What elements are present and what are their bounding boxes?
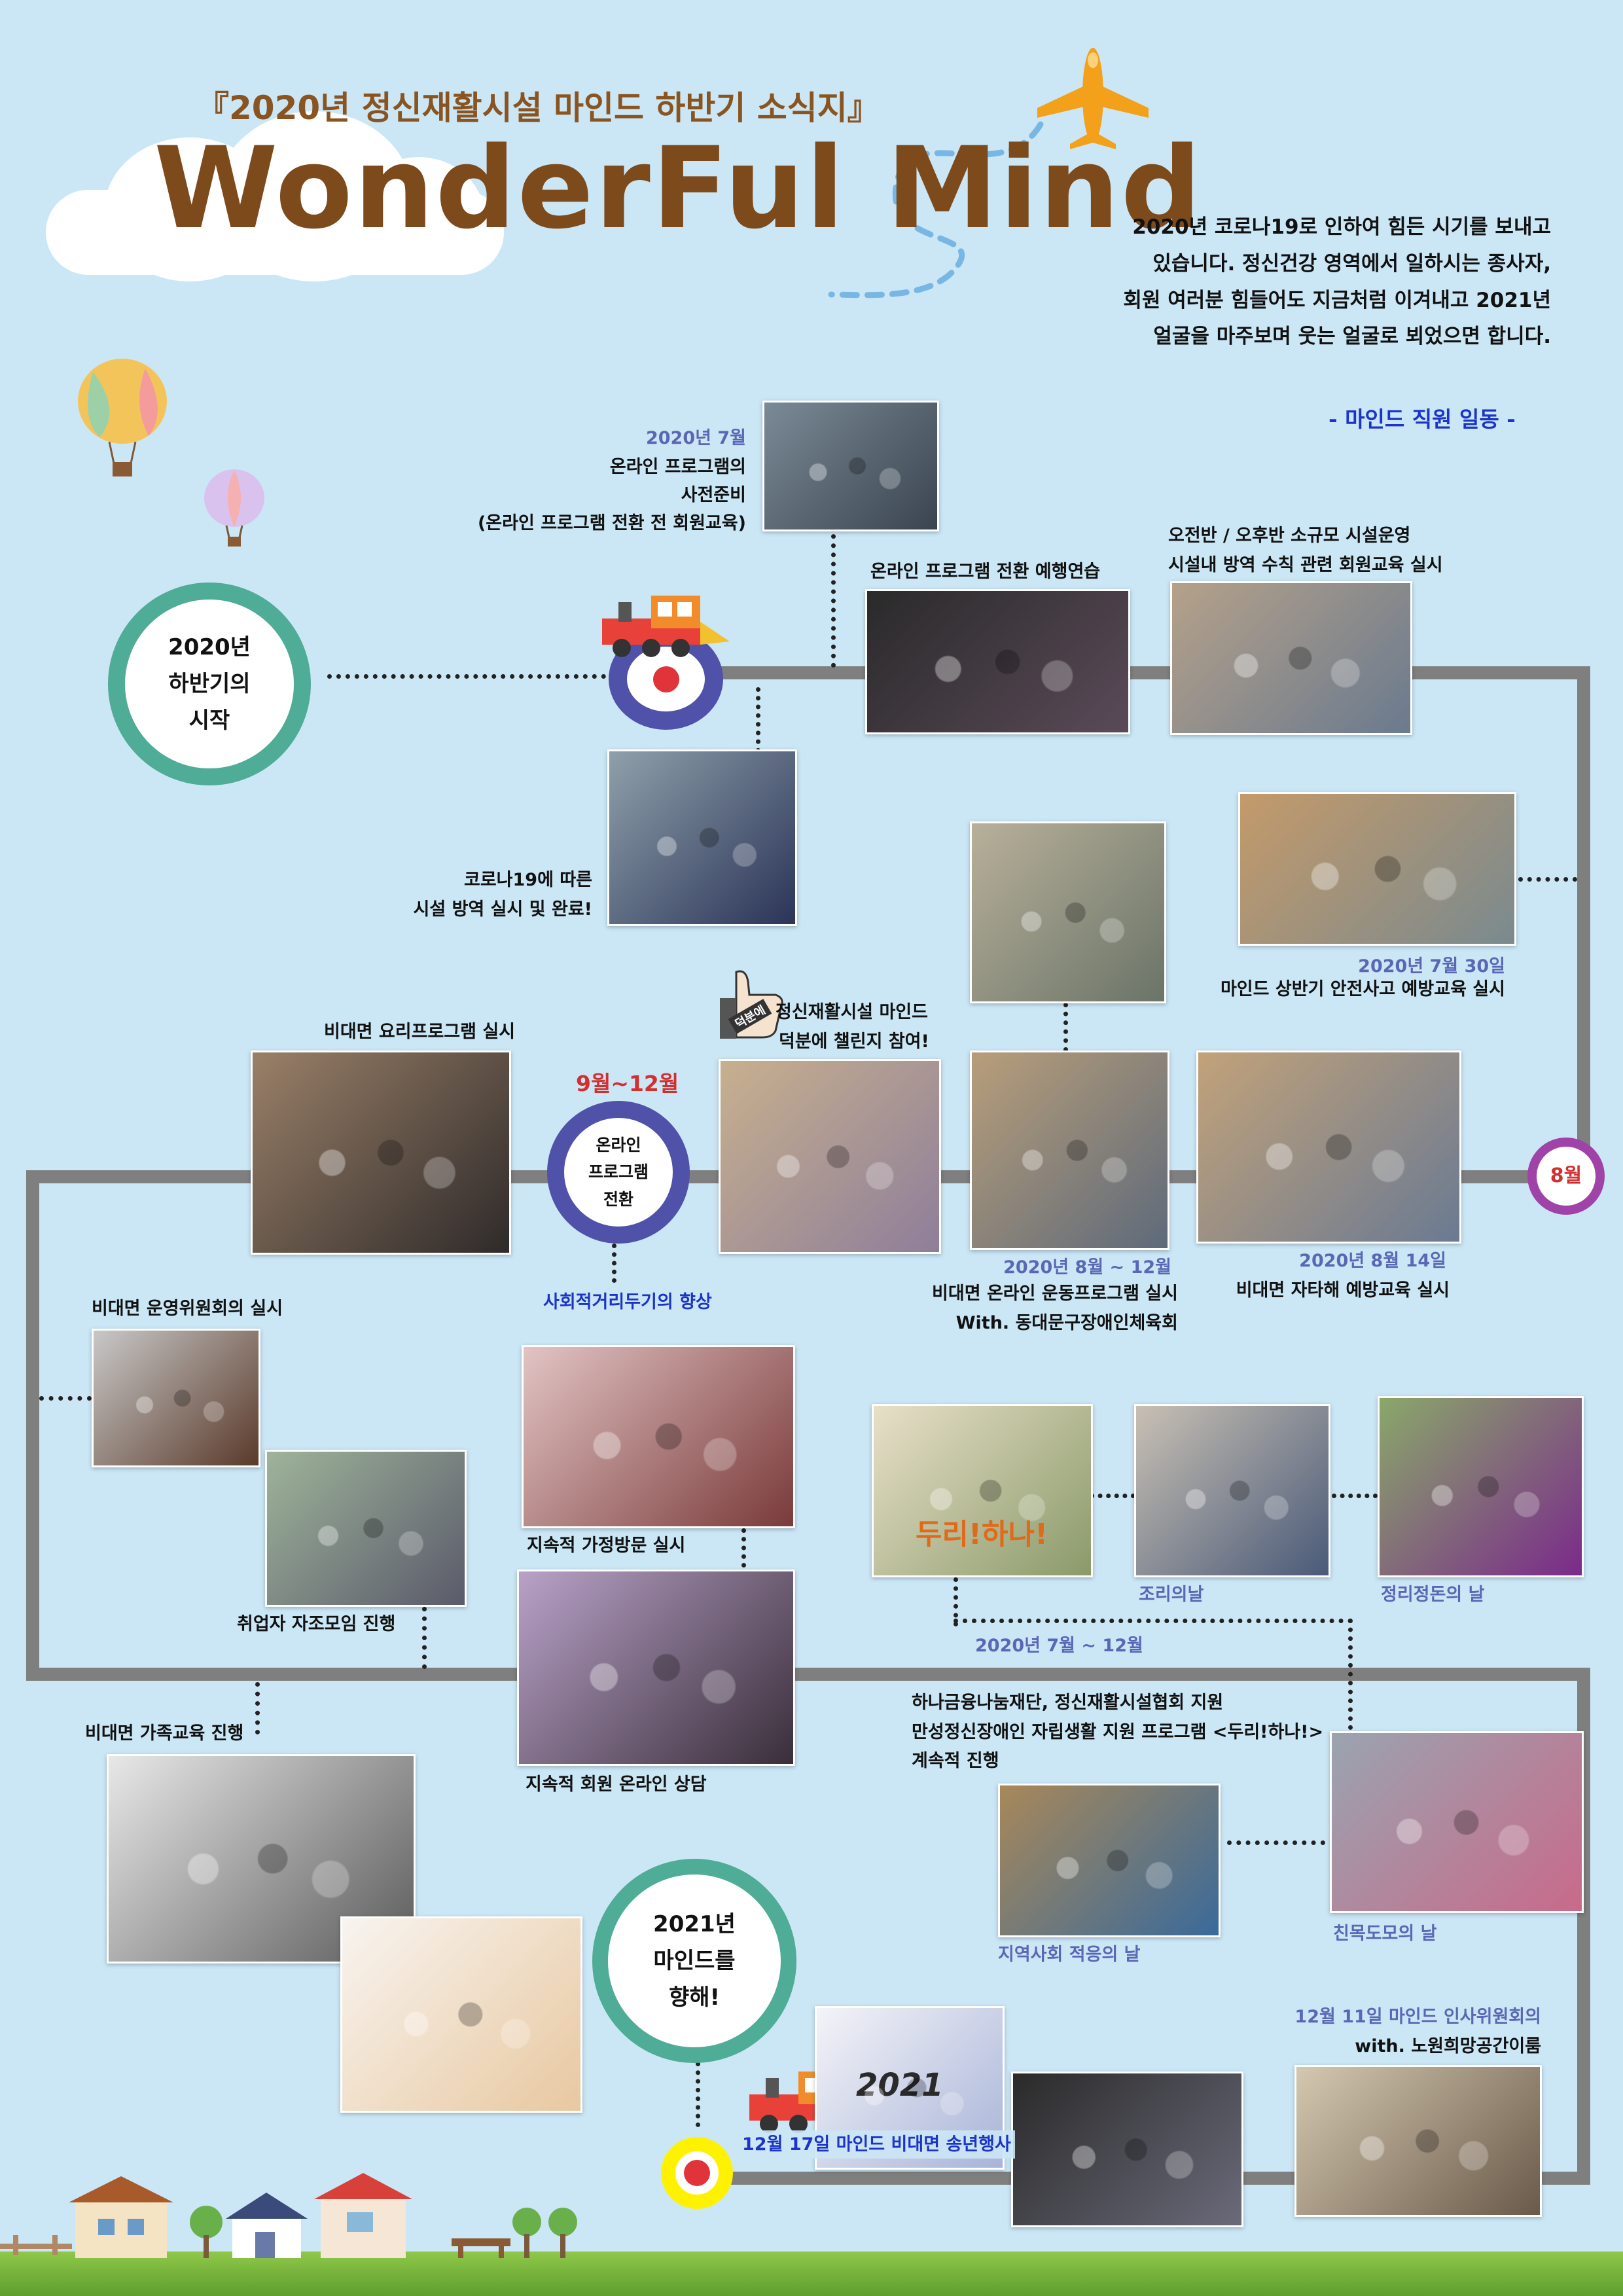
photo-disinfection	[607, 749, 797, 926]
airplane-icon	[1037, 48, 1149, 149]
distancing-label: 사회적거리두기의 향상	[543, 1292, 712, 1312]
grass-strip	[0, 2251, 1623, 2296]
circle-2021-goal: 2021년 마인드를 향해!	[592, 1859, 796, 2063]
circle-2020-start: 2020년 하반기의 시작	[108, 583, 311, 785]
newyear-text: 2021	[856, 2067, 944, 2104]
program-date: 2020년 7월 ~ 12월	[975, 1636, 1143, 1656]
photo-selfhelp	[265, 1450, 467, 1607]
photo-friendship-day	[1330, 1731, 1584, 1913]
newsletter-title: WonderFul Mind	[154, 122, 1203, 254]
selfhelp-label: 취업자 자조모임 진행	[237, 1614, 396, 1634]
photo-small-group	[1170, 581, 1412, 735]
disinfection-label: 코로나19에 따른 시설 방역 실시 및 완료!	[413, 870, 592, 920]
exercise-date: 2020년 8월 ~ 12월	[1003, 1257, 1171, 1278]
photo-exercise-2	[970, 1050, 1169, 1250]
friendship-day-label: 친목도모의 날	[1333, 1924, 1437, 1944]
photo-online-counsel	[517, 1570, 795, 1766]
train-icon	[602, 596, 730, 657]
small-group-label: 오전반 / 오후반 소규모 시설운영 시설내 방역 수칙 관련 회원교육 실시	[1168, 526, 1443, 575]
program-label: 하나금융나눔재단, 정신재활시설협회 지원 만성정신장애인 자립생활 지원 프로…	[912, 1693, 1324, 1772]
selfharm-date: 2020년 8월 14일	[1299, 1251, 1446, 1271]
photo-online-practice	[865, 589, 1130, 734]
home-visit-label: 지속적 가정방문 실시	[527, 1535, 686, 1556]
yearend-label: 12월 17일 마인드 비대면 송년행사	[738, 2130, 1015, 2159]
photo-cooking	[251, 1050, 511, 1255]
photo-hr-committee	[1294, 2065, 1542, 2217]
online-counsel-label: 지속적 회원 온라인 상담	[526, 1774, 707, 1795]
circle-august: 8월	[1527, 1138, 1605, 1215]
photo-program-banner: 두리!하나!	[872, 1404, 1093, 1577]
cleaning-day-label: 정리정돈의 날	[1381, 1585, 1485, 1605]
cloud-decoration	[46, 111, 504, 281]
photo-yearend-video	[1011, 2072, 1243, 2227]
community-day-label: 지역사회 적응의 날	[998, 1945, 1141, 1965]
online-practice-label: 온라인 프로그램 전환 예행연습	[870, 562, 1101, 582]
newsletter-subtitle: 『2020년 정신재활시설 마인드 하반기 소식지』	[196, 89, 880, 127]
photo-challenge	[719, 1059, 941, 1254]
photo-safety-education	[1238, 792, 1516, 946]
hot-air-balloon-icon	[78, 359, 167, 476]
thumbs-up-badge: 덕분에	[717, 965, 789, 1044]
photo-family-education	[107, 1754, 416, 1964]
flight-path-decoration	[828, 121, 1044, 298]
circle-online-transition: 온라인 프로그램 전환	[547, 1101, 690, 1244]
challenge-label: 정신재활시설 마인드 덕분에 챌린지 참여!	[776, 1002, 929, 1052]
exercise-label: 비대면 온라인 운동프로그램 실시 With. 동대문구장애인체육회	[932, 1283, 1178, 1333]
photo-cleaning-day	[1378, 1396, 1584, 1577]
safety-label: 마인드 상반기 안전사고 예방교육 실시	[1220, 979, 1505, 999]
cooking-label: 비대면 요리프로그램 실시	[324, 1022, 516, 1042]
cooking-day-label: 조리의날	[1139, 1585, 1204, 1605]
online-prep-label: 온라인 프로그램의 사전준비 (온라인 프로그램 전환 전 회원교육)	[477, 457, 746, 534]
village-decoration	[0, 2173, 577, 2258]
photo-cooking-day	[1134, 1404, 1330, 1577]
photo-committee	[92, 1329, 260, 1467]
photo-online-prep	[762, 401, 939, 531]
photo-selfharm-education	[1196, 1050, 1461, 1244]
period-label: 9월~12월	[576, 1071, 679, 1096]
family-education-label: 비대면 가족교육 진행	[85, 1723, 244, 1744]
small-balloon-icon	[204, 469, 264, 547]
intro-message: 2020년 코로나19로 인하여 힘든 시기를 보내고 있습니다. 정신건강 영…	[1123, 215, 1551, 349]
banner-title: 두리!하나!	[915, 1518, 1048, 1551]
photo-community-day	[998, 1784, 1221, 1937]
online-prep-date: 2020년 7월	[645, 428, 746, 448]
selfharm-label: 비대면 자타해 예방교육 실시	[1236, 1280, 1450, 1300]
safety-date: 2020년 7월 30일	[1358, 956, 1505, 977]
photo-exercise-1	[970, 821, 1166, 1003]
staff-signature: - 마인드 직원 일동 -	[1329, 406, 1516, 432]
photo-family-education-slides	[340, 1916, 582, 2113]
hr-committee-label: 12월 11일 마인드 인사위원회의 with. 노원희망공간이룸	[1294, 2007, 1541, 2056]
committee-label: 비대면 운영위원회의 실시	[92, 1299, 283, 1319]
photo-home-visit	[522, 1345, 795, 1528]
